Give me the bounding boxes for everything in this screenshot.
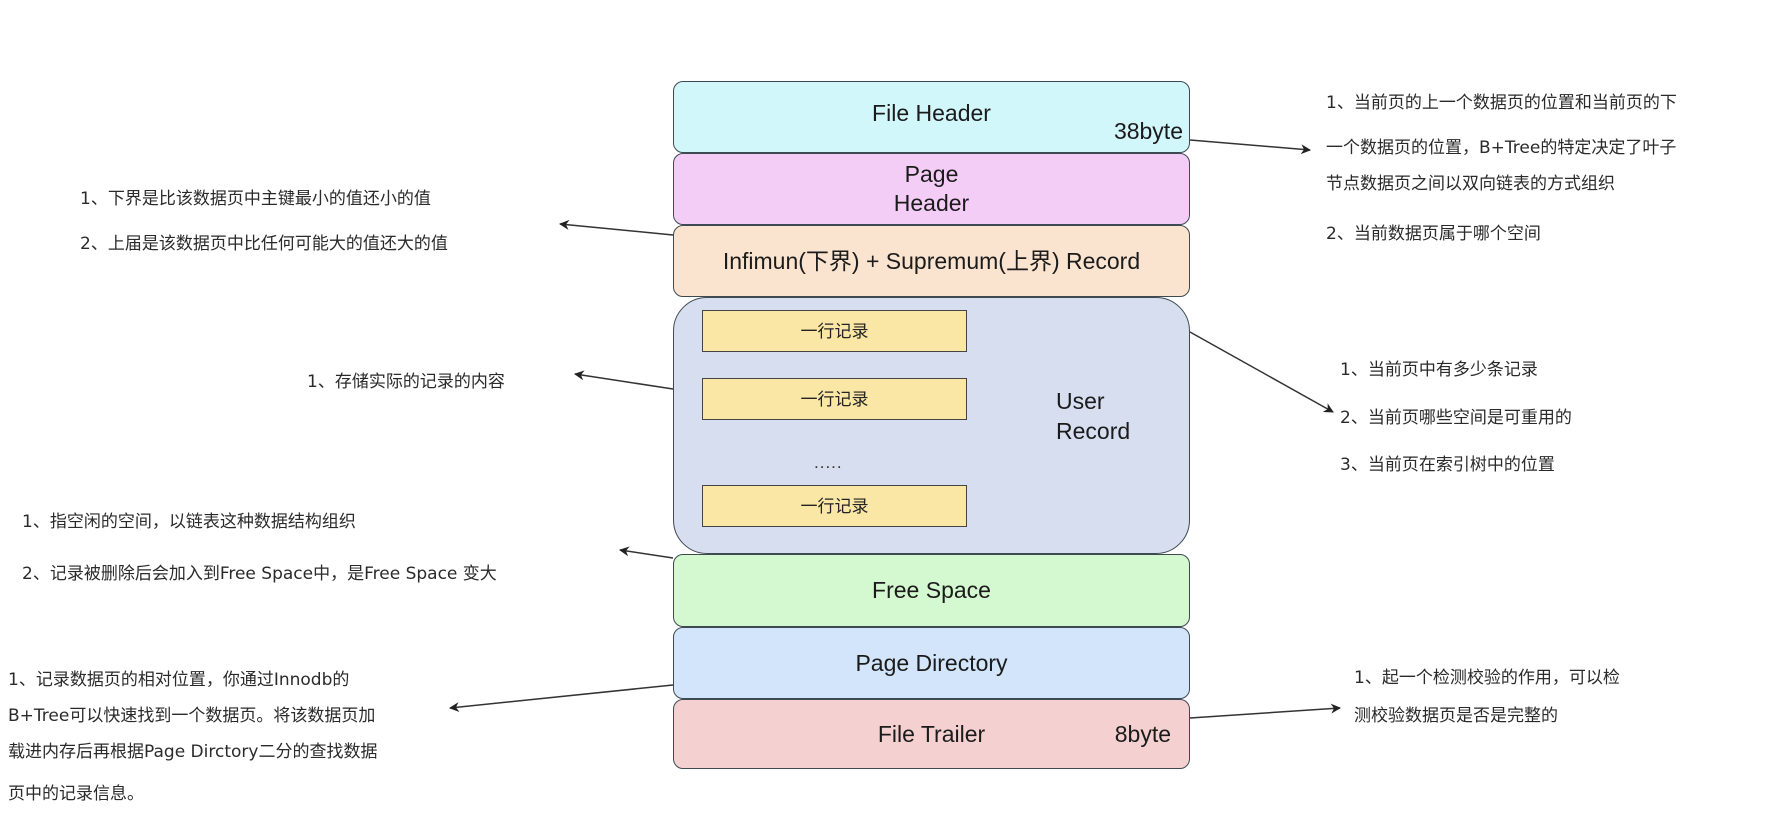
- file-trailer-note: 测校验数据页是否是完整的: [1354, 706, 1558, 726]
- user-record-label-line2: Record: [1056, 418, 1131, 444]
- file-header-label: File Header: [872, 99, 991, 126]
- page-header-label-line2: Header: [893, 190, 970, 216]
- file-header-size: 38byte: [1113, 118, 1183, 144]
- infimum-supremum-segment: Infimun(下界) + Supremum(上界) Record: [673, 225, 1190, 297]
- page-header-segment: Page Header: [673, 153, 1190, 225]
- file-header-segment: File Header 38byte: [673, 81, 1190, 153]
- page-directory-segment: Page Directory: [673, 627, 1190, 699]
- file-header-note: 1、当前页的上一个数据页的位置和当前页的下: [1326, 93, 1677, 113]
- infimum-note: 2、上届是该数据页中比任何可能大的值还大的值: [80, 234, 448, 254]
- arrow-user-record-right-notes: [1189, 331, 1334, 413]
- file-trailer-size: 8byte: [1114, 721, 1171, 747]
- file-header-note: 2、当前数据页属于哪个空间: [1326, 224, 1541, 244]
- page-directory-note: B+Tree可以快速找到一个数据页。将该数据页加: [8, 706, 376, 726]
- user-record-left-note: 1、存储实际的记录的内容: [307, 372, 505, 392]
- infimum-supremum-label: Infimun(下界) + Supremum(上界) Record: [722, 247, 1141, 274]
- file-trailer-note: 1、起一个检测校验的作用，可以检: [1354, 668, 1620, 688]
- record-ellipsis: .....: [814, 453, 843, 472]
- arrow-file-header-notes: [1189, 139, 1311, 155]
- arrow-user-record-left-notes: [574, 370, 674, 390]
- record-row: 一行记录: [702, 378, 967, 420]
- user-record-segment: 一行记录 一行记录 ..... 一行记录 User Record: [673, 297, 1190, 554]
- file-header-note: 节点数据页之间以双向链表的方式组织: [1326, 174, 1615, 194]
- arrow-file-trailer-notes: [1189, 703, 1341, 719]
- record-row: 一行记录: [702, 310, 967, 352]
- page-directory-note: 载进内存后再根据Page Dirctory二分的查找数据: [8, 742, 378, 762]
- record-row: 一行记录: [702, 485, 967, 527]
- page-directory-label: Page Directory: [855, 649, 1008, 676]
- user-record-right-note: 1、当前页中有多少条记录: [1340, 360, 1538, 380]
- file-trailer-label: File Trailer: [877, 720, 986, 747]
- arrow-infimum-notes: [559, 219, 674, 236]
- arrow-free-space-notes: [619, 546, 674, 559]
- free-space-segment: Free Space: [673, 554, 1190, 627]
- file-trailer-segment: File Trailer 8byte: [673, 699, 1190, 769]
- user-record-right-note: 3、当前页在索引树中的位置: [1340, 455, 1555, 475]
- free-space-note: 2、记录被删除后会加入到Free Space中，是Free Space 变大: [22, 564, 497, 584]
- page-header-label-line1: Page: [904, 161, 959, 187]
- user-record-label-line1: User: [1056, 388, 1105, 414]
- page-directory-note: 页中的记录信息。: [8, 784, 144, 804]
- page-directory-note: 1、记录数据页的相对位置，你通过Innodb的: [8, 670, 350, 690]
- arrow-page-directory-notes: [449, 684, 674, 713]
- free-space-label: Free Space: [872, 577, 991, 603]
- infimum-note: 1、下界是比该数据页中主键最小的值还小的值: [80, 189, 431, 209]
- user-record-right-note: 2、当前页哪些空间是可重用的: [1340, 408, 1572, 428]
- file-header-note: 一个数据页的位置，B+Tree的特定决定了叶子: [1326, 138, 1677, 158]
- free-space-note: 1、指空闲的空间，以链表这种数据结构组织: [22, 512, 356, 532]
- user-record-label: User Record: [1056, 386, 1130, 446]
